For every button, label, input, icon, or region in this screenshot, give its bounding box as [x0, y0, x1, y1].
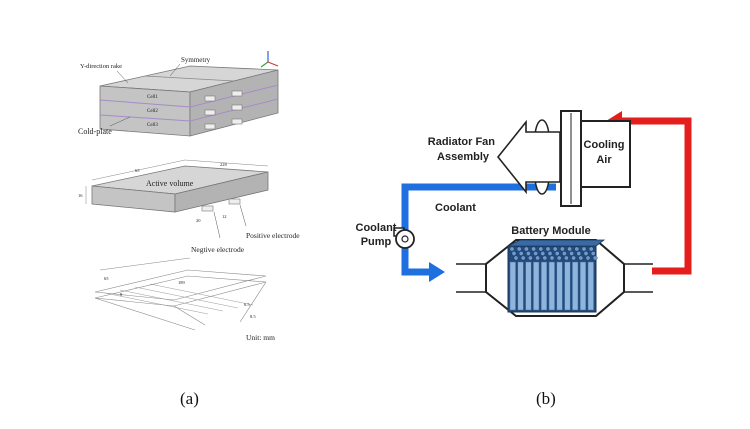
dim-8-5: 8.5 [250, 314, 256, 319]
battery-cell-top [531, 246, 536, 252]
battery-cell-top [583, 251, 589, 256]
cold-flow-pipe [401, 183, 556, 282]
panel-b: Radiator Fan Assembly Cooling Air Coolan… [356, 110, 692, 408]
battery-cell-top [542, 255, 548, 261]
battery-cell-top [524, 246, 529, 252]
battery-cell [579, 261, 587, 311]
battery-cells [507, 239, 606, 313]
battery-cell-top [556, 255, 562, 261]
battery-cell [517, 261, 524, 311]
battery-cell-top [590, 251, 596, 256]
dim-228: 228 [220, 162, 228, 167]
battery-cell-top [574, 246, 580, 252]
dim-8: 8 [120, 292, 123, 297]
caption-a: (a) [180, 389, 199, 408]
battery-cell-top [535, 255, 540, 261]
dim-189: 189 [178, 280, 186, 285]
battery-cell-top [511, 251, 517, 256]
battery-cell-top [588, 246, 594, 252]
panel-a: Y-direction rake Symmetry Cold-plate Cel… [78, 51, 300, 408]
battery-cell-top [538, 246, 544, 252]
label-pump-line1: Coolant [356, 222, 397, 234]
battery-cell-top [562, 251, 567, 256]
radiator-housing [577, 120, 631, 188]
battery-cell-top [516, 246, 522, 252]
label-active-volume: Active volume [146, 179, 194, 188]
battery-cell-top [509, 246, 515, 252]
radiator-core [560, 110, 582, 207]
label-radiator-line1: Radiator Fan [428, 136, 496, 148]
battery-cell-top [560, 246, 565, 252]
label-cell3: Cell3 [147, 123, 158, 128]
label-radiator-line2: Assembly [437, 151, 490, 163]
battery-cell-top [513, 255, 519, 261]
dim-65-top: 65 [135, 168, 140, 173]
battery-cell-top [540, 251, 546, 256]
label-cooling: Cooling [584, 139, 625, 151]
battery-cell [509, 261, 516, 311]
label-air: Air [596, 154, 612, 166]
battery-cell-top [569, 251, 574, 256]
battery-cell [540, 261, 548, 311]
label-symmetry: Symmetry [181, 56, 211, 64]
label-positive-electrode: Positive electrode [246, 231, 300, 240]
dim-65-bottom: 65 [104, 276, 109, 281]
battery-cell-top [567, 246, 572, 252]
battery-cell [556, 261, 563, 311]
label-coolant: Coolant [435, 202, 476, 214]
battery-cell-top [571, 255, 576, 261]
label-negative-electrode: Negtive electrode [191, 245, 245, 254]
battery-cell-top [518, 251, 524, 256]
battery-cell-top [545, 246, 551, 252]
battery-cell-top [581, 246, 587, 252]
battery-cell-top [526, 251, 531, 256]
battery-cell-top [564, 255, 569, 261]
axis-triad-icon [260, 51, 279, 68]
battery-cell [525, 261, 532, 311]
label-unit: Unit: mm [246, 333, 275, 342]
dim-6-5: 6.5 [244, 302, 250, 307]
label-cold-plate: Cold-plate [78, 127, 112, 136]
coolant-pump-icon [393, 227, 415, 249]
battery-cell-top [549, 255, 555, 261]
battery-cell-top [554, 251, 560, 256]
battery-cell-top [528, 255, 533, 261]
battery-cell [533, 261, 540, 311]
single-cell-model [85, 159, 269, 239]
battery-cell-top [520, 255, 526, 261]
stacked-cells-model [99, 63, 279, 137]
battery-cell [572, 261, 579, 311]
battery-cell-top [533, 251, 538, 256]
label-cell1: Cell1 [147, 95, 158, 100]
battery-cell-top [578, 255, 584, 261]
label-y-rake: Y-direction rake [80, 63, 122, 70]
air-outflow-arrow-icon [496, 119, 561, 195]
label-battery-module: Battery Module [511, 225, 590, 237]
dim-12: 12 [222, 214, 227, 219]
battery-cell-top [547, 251, 553, 256]
battery-cell-top [592, 255, 598, 261]
battery-cell [548, 261, 555, 311]
caption-b: (b) [536, 389, 556, 408]
module-pipes [456, 263, 653, 293]
battery-cell-top [585, 255, 591, 261]
dim-20: 20 [196, 218, 201, 223]
battery-cell [587, 261, 594, 311]
battery-cell-top [576, 251, 582, 256]
label-cell2: Cell2 [147, 109, 158, 114]
label-pump-line2: Pump [361, 236, 392, 248]
battery-cell-top [552, 246, 558, 252]
battery-cell [564, 261, 571, 311]
dim-16: 16 [78, 193, 83, 198]
cold-plate-channels [94, 257, 267, 331]
